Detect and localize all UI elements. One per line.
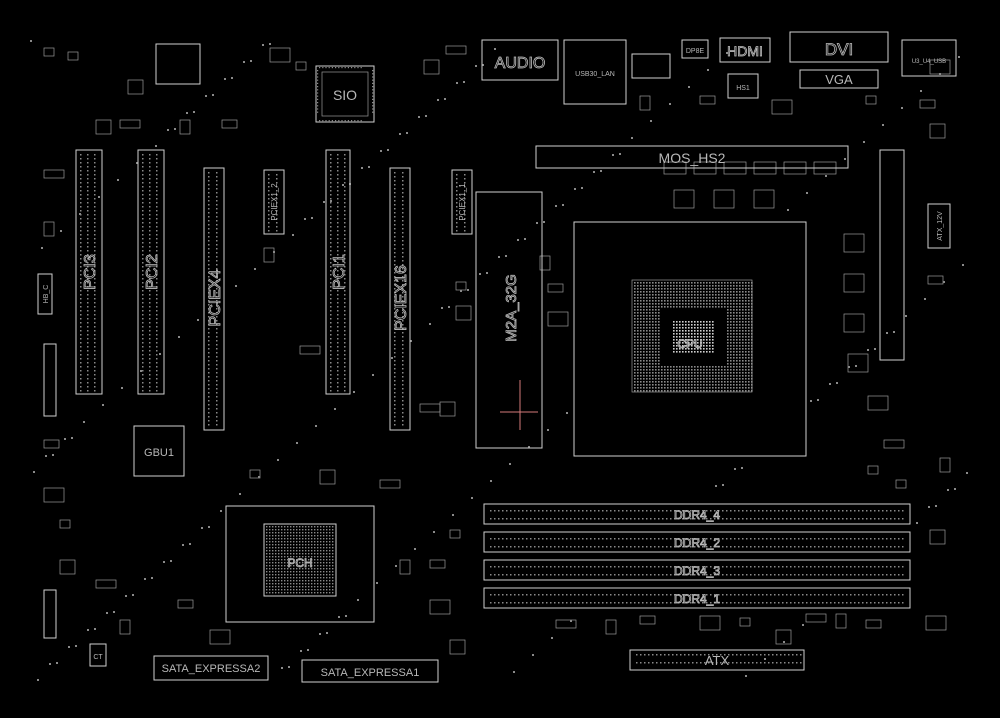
ddr4-1-label: DDR4_1 (674, 592, 720, 606)
usb3-header[interactable] (631, 53, 671, 79)
sio-label: SIO (333, 87, 357, 103)
pci1-label: PCI1 (331, 254, 348, 290)
pch-label: PCH (287, 556, 312, 570)
sata-express-a1[interactable] (301, 659, 439, 683)
mos-hs1-heatsink[interactable] (879, 149, 905, 361)
ddr4-3-label: DDR4_3 (674, 564, 720, 578)
hb-c-header[interactable] (37, 273, 53, 315)
ddr4-3-slot[interactable] (483, 559, 911, 581)
dvi-label: DVI (825, 40, 853, 59)
ddr4-4-label: DDR4_4 (674, 508, 720, 522)
pciex1-2-slot[interactable] (263, 169, 285, 235)
cpu-label: CPU (677, 337, 702, 351)
dp-connector[interactable] (681, 39, 709, 59)
audio-connector[interactable] (481, 39, 559, 81)
pci2-label: PCI2 (144, 254, 161, 290)
ddr4-1-slot[interactable] (483, 587, 911, 609)
pci3-slot[interactable] (75, 149, 103, 395)
pin-field-layer (30, 40, 968, 681)
mos-hs2-heatsink[interactable] (535, 145, 849, 169)
pci3-label: PCI3 (82, 254, 99, 290)
audio-label: AUDIO (495, 55, 546, 72)
left-header-2[interactable] (43, 589, 57, 639)
pciex1-1-slot[interactable] (451, 169, 473, 235)
usb-usb-connector[interactable] (901, 39, 957, 77)
pciex4-label: PCIEX4 (207, 269, 224, 326)
usb-lan-label: USB30_LAN (575, 71, 615, 78)
mos-hs2-label: MOS_HS2 (659, 150, 726, 166)
usb-lan-connector[interactable] (563, 39, 627, 105)
pciex1-2-label: PCIEX1_2 (270, 183, 279, 221)
left-header-1[interactable] (43, 343, 57, 417)
pciex4-slot[interactable] (203, 167, 225, 431)
dp-label: DP8E (686, 48, 705, 55)
cpu-pin-area (631, 279, 753, 393)
ct-component[interactable] (89, 643, 107, 667)
m2a-slot[interactable] (475, 191, 543, 449)
pch-chip[interactable] (263, 523, 337, 597)
ddr4-2-slot[interactable] (483, 531, 911, 553)
pciex1-1-label: PCIEX1_1 (458, 183, 467, 221)
vga-connector[interactable] (799, 69, 879, 89)
dvi-connector[interactable] (789, 31, 889, 63)
hdmi-connector[interactable] (719, 37, 771, 63)
gbu1-label: GBU1 (144, 447, 174, 459)
sio-chip[interactable] (315, 65, 375, 123)
atx-12v-connector[interactable] (927, 203, 951, 249)
gbu1-chip[interactable] (133, 425, 185, 477)
hs1-chip[interactable] (727, 73, 759, 99)
pciex16-slot[interactable] (389, 167, 411, 431)
atx-power-connector[interactable] (629, 649, 805, 671)
sio-aux-chip[interactable] (155, 43, 201, 85)
ct-label: CT (93, 654, 103, 661)
hdmi-label: HDMI (727, 43, 763, 59)
sio-die (321, 71, 369, 117)
atx-12v-label: ATX_12V (937, 211, 944, 241)
ddr4-2-label: DDR4_2 (674, 536, 720, 550)
atx-label: ATX (705, 653, 730, 668)
ddr4-4-slot[interactable] (483, 503, 911, 525)
pch-area (225, 505, 375, 623)
hs1-label: HS1 (736, 85, 750, 92)
sata-exp2-label: SATA_EXPRESSA2 (162, 663, 261, 675)
m2a-label: M2A_32G (503, 274, 520, 342)
pci1-slot[interactable] (325, 149, 351, 395)
cpu-socket[interactable] (573, 221, 807, 457)
usb-usb-label: U3_U4_USB (912, 59, 946, 65)
vga-label: VGA (825, 72, 853, 87)
pciex16-label: PCIEX16 (393, 265, 410, 331)
sata-exp1-label: SATA_EXPRESSA1 (321, 667, 420, 679)
hb-c-label: HB_C (43, 285, 50, 304)
pci2-slot[interactable] (137, 149, 165, 395)
sata-express-a2[interactable] (153, 655, 269, 681)
